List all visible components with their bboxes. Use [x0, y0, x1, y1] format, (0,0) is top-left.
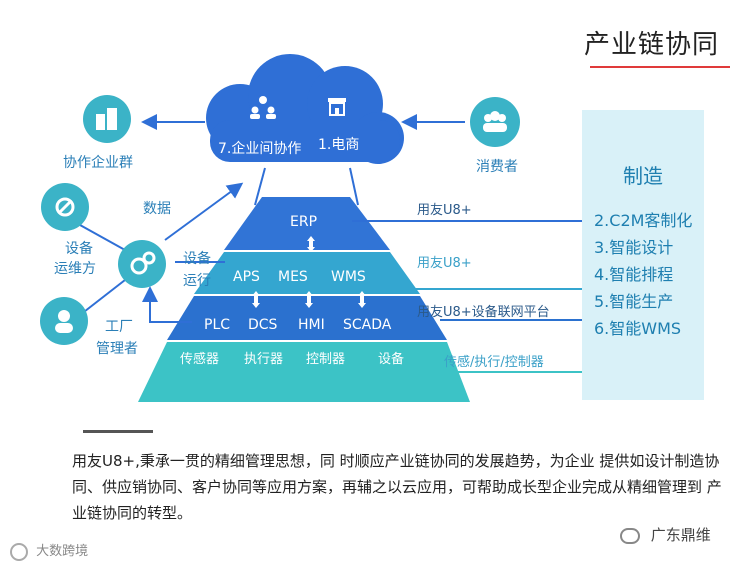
- maintainer-node: [41, 183, 89, 231]
- data-label: 数据: [143, 201, 171, 217]
- partners-node: [83, 95, 131, 143]
- manager-node: [40, 297, 88, 345]
- consumer-node: [470, 97, 520, 147]
- pyramid-layer-scada: [167, 296, 447, 340]
- arrow-data-up: [164, 182, 244, 241]
- logo-icon: [10, 542, 28, 561]
- equipment-node: [118, 240, 166, 288]
- storefront-icon: [328, 98, 346, 116]
- cloud-link-left: [254, 167, 266, 206]
- title-underline: [590, 66, 730, 68]
- pyramid-internal-arrows: [252, 236, 366, 308]
- panel-item: 4.智能排程: [594, 265, 674, 284]
- pyramid-layer-mes: [194, 252, 420, 294]
- pyramid-controller: 控制器: [306, 352, 346, 367]
- watermark-right-text: 广东鼎维: [650, 526, 711, 544]
- people-hierarchy-icon: [250, 96, 276, 119]
- pyramid-dcs: DCS: [248, 317, 278, 333]
- gears-icon: [130, 251, 156, 275]
- layer-label-scada: 用友U8+设备联网平台: [417, 305, 550, 320]
- equipment-label-2: 运行: [183, 273, 211, 289]
- pyramid-mes: MES: [278, 269, 308, 285]
- pyramid-device: 设备: [378, 352, 405, 367]
- description-paragraph: 用友U8+,秉承一贯的精细管理思想，同 时顺应产业链协同的发展趋势，为企业 提供…: [72, 452, 722, 522]
- watermark-right: 广东鼎维: [620, 524, 711, 545]
- arrow-pyramid-to-equipment: [142, 286, 192, 323]
- manufacturing-panel: 制造 2.C2M客制化 3.智能设计 4.智能排程 5.智能生产 6.智能WMS: [582, 110, 704, 400]
- panel-item: 5.智能生产: [594, 292, 674, 311]
- pyramid-layer-erp: [224, 197, 390, 250]
- panel-heading: 制造: [623, 164, 663, 188]
- watermark-left: 大数跨境: [10, 540, 88, 561]
- wrench-gear-icon: [55, 197, 75, 217]
- paragraph-divider: [83, 430, 153, 433]
- link-manager-equipment: [79, 279, 126, 316]
- wechat-icon: [620, 527, 640, 544]
- link-maintainer-equipment: [79, 224, 126, 251]
- maintainer-label-1: 设备: [65, 241, 93, 257]
- cloud-label-ecommerce: 1.电商: [318, 137, 360, 153]
- manager-label-1: 工厂: [105, 319, 133, 335]
- layer-label-erp: 用友U8+: [417, 203, 472, 218]
- pyramid-hmi: HMI: [298, 317, 325, 333]
- panel-item: 3.智能设计: [594, 238, 674, 257]
- person-icon: [55, 310, 73, 333]
- equipment-label-1: 设备: [183, 251, 211, 267]
- pyramid-aps: APS: [233, 269, 260, 285]
- cloud-link-right: [349, 167, 359, 206]
- pyramid-sensor: 传感器: [180, 352, 220, 367]
- layer-label-mes: 用友U8+: [417, 256, 472, 271]
- partners-label: 协作企业群: [63, 155, 133, 171]
- pyramid-erp: ERP: [290, 214, 318, 230]
- panel-item: 6.智能WMS: [594, 319, 682, 338]
- panel-item: 2.C2M客制化: [594, 211, 693, 230]
- maintainer-label-2: 运维方: [54, 261, 96, 277]
- buildings-icon: [96, 108, 117, 130]
- pyramid-layer-sensors: [138, 342, 470, 402]
- consumer-label: 消费者: [476, 159, 518, 175]
- group-people-icon: [483, 111, 507, 132]
- page-title: 产业链协同: [584, 30, 720, 60]
- layer-label-sensors: 传感/执行/控制器: [444, 355, 544, 370]
- pyramid-scada: SCADA: [343, 317, 392, 333]
- pyramid-plc: PLC: [204, 317, 231, 333]
- diagram-canvas: [79, 54, 582, 402]
- cloud-label-collaboration: 7.企业间协作: [218, 141, 302, 157]
- pyramid-wms: WMS: [331, 269, 366, 285]
- pyramid-actuator: 执行器: [244, 352, 284, 367]
- watermark-left-text: 大数跨境: [36, 544, 89, 559]
- manager-label-2: 管理者: [96, 341, 138, 357]
